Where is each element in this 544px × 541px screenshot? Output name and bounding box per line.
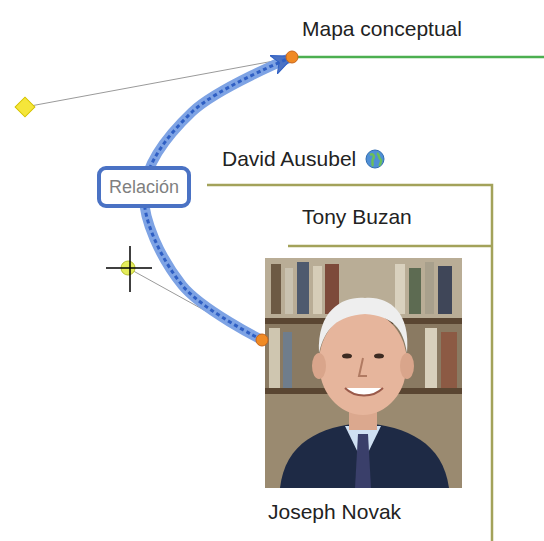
branch-line — [288, 245, 492, 248]
topic-node: Tony Buzan — [296, 202, 418, 244]
cursor-cross — [106, 267, 152, 269]
topic-text: Tony Buzan — [302, 204, 412, 230]
end-dot — [286, 51, 298, 63]
topic-text: Mapa conceptual — [302, 16, 462, 42]
portrait-photo — [265, 258, 462, 488]
control-handle — [15, 97, 35, 117]
topic-node: Joseph Novak — [262, 255, 467, 531]
cursor-cross — [129, 246, 131, 292]
topic-node: Mapa conceptual — [292, 12, 472, 58]
branch-line — [207, 185, 492, 541]
branch-line — [292, 56, 544, 59]
handle-line — [25, 58, 290, 107]
topic-text: David Ausubel — [222, 146, 357, 172]
globe-icon — [365, 149, 385, 169]
topic-node: David Ausubel — [216, 144, 363, 182]
end-dot — [256, 334, 268, 346]
topic-text: Joseph Novak — [268, 499, 461, 525]
relation-label: Relación — [97, 166, 191, 208]
